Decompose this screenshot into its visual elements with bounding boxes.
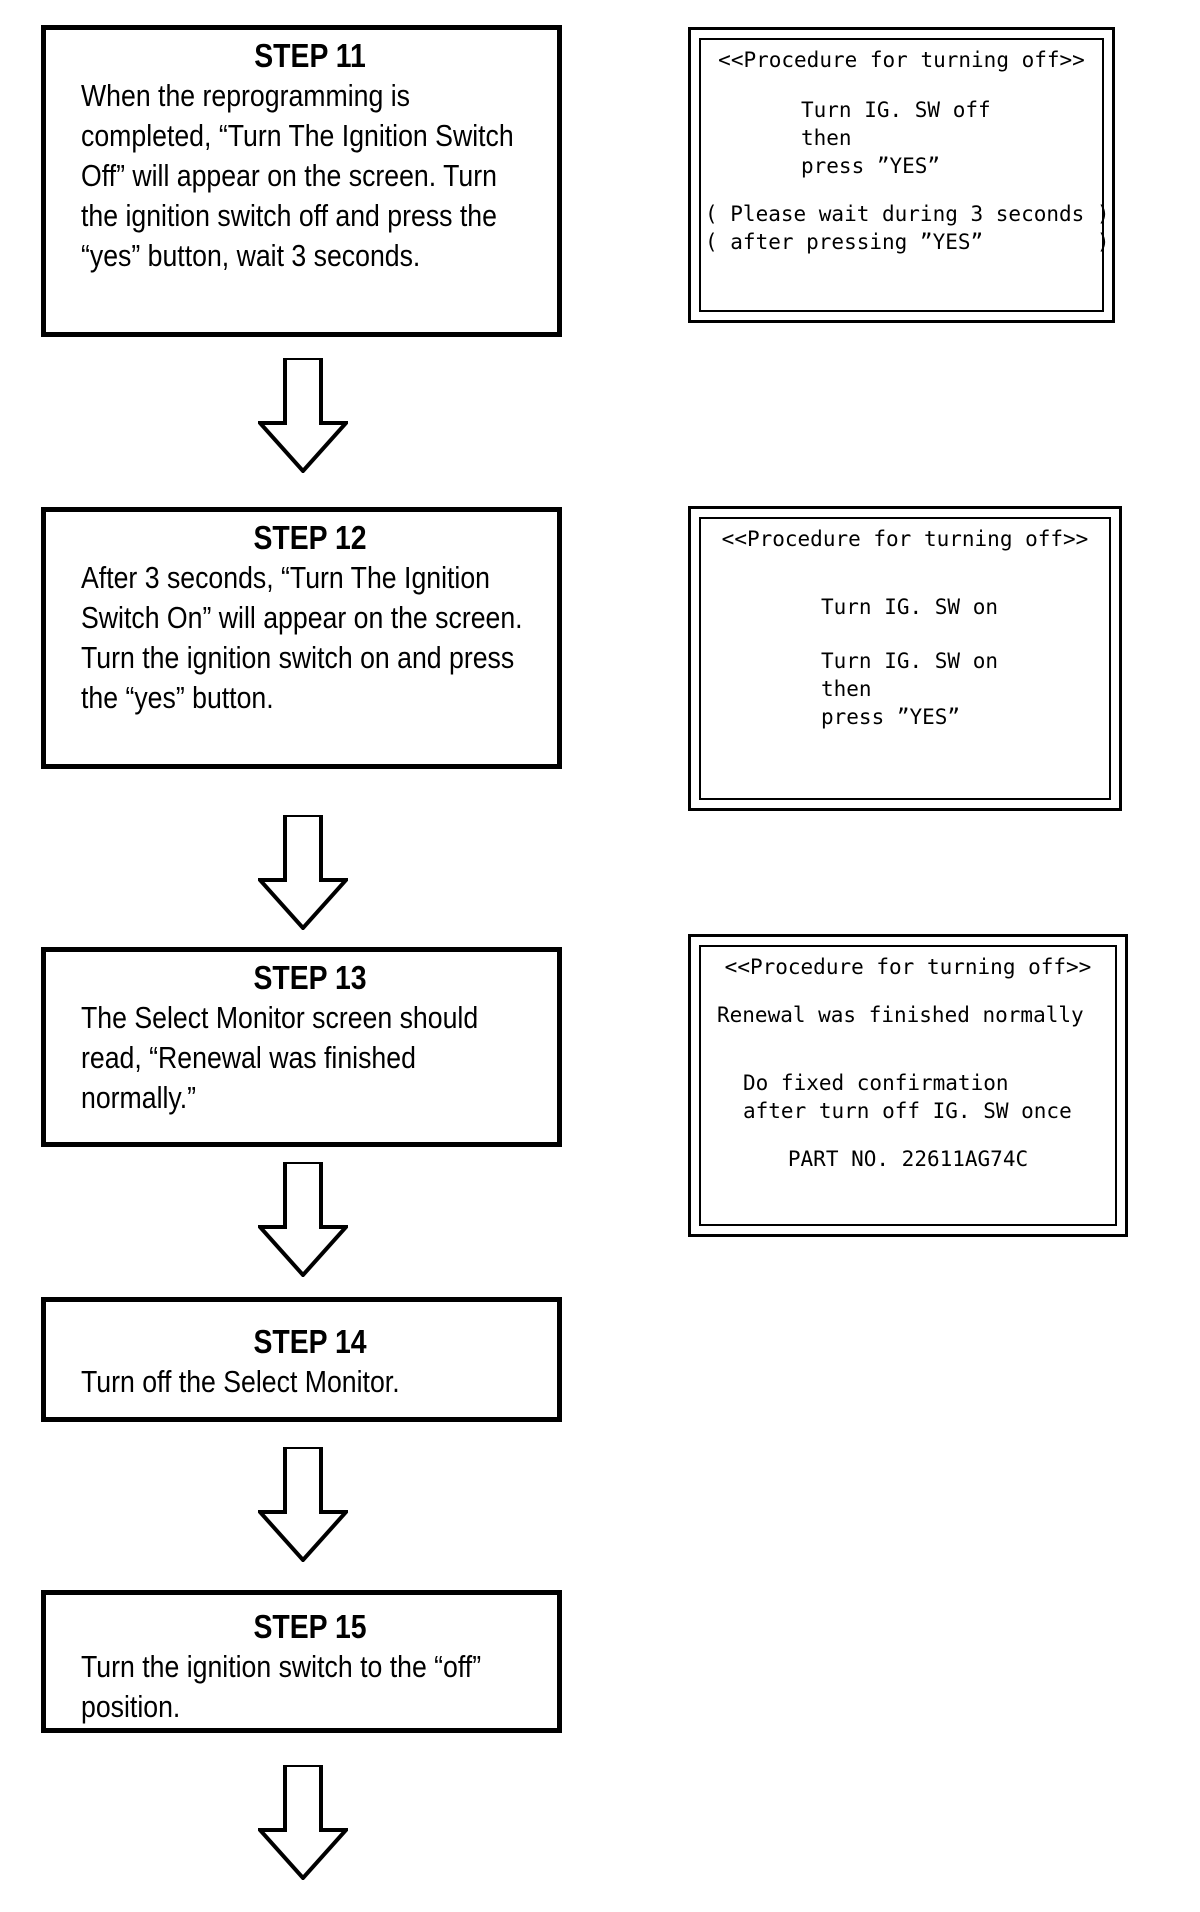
step-12-box: STEP 12 After 3 seconds, “Turn The Ignit… <box>41 507 562 769</box>
step-text: When the reprogramming is completed, “Tu… <box>81 78 514 273</box>
down-arrow-icon <box>258 1765 348 1880</box>
step-text: After 3 seconds, “Turn The Ignition Swit… <box>81 560 523 715</box>
step-13-box: STEP 13 The Select Monitor screen should… <box>41 947 562 1147</box>
screen-line: then <box>801 126 852 150</box>
screen-line: ( Please wait during 3 seconds ) <box>705 202 1110 226</box>
screen-line: Turn IG. SW on <box>821 649 999 673</box>
monitor-screen-renewal-finished: <<Procedure for turning off>> Renewal wa… <box>688 934 1128 1237</box>
screen-line: Do fixed confirmation <box>743 1071 1009 1095</box>
screen-line: ( after pressing ”YES” ) <box>705 230 1110 254</box>
screen-line: press ”YES” <box>801 154 941 178</box>
step-text: Turn the ignition switch to the “off” po… <box>81 1649 482 1724</box>
step-15-box: STEP 15 Turn the ignition switch to the … <box>41 1590 562 1733</box>
step-title: STEP 11 <box>254 37 366 74</box>
down-arrow-icon <box>258 815 348 930</box>
step-11-box: STEP 11 When the reprogramming is comple… <box>41 25 562 337</box>
screen-line: Turn IG. SW on <box>821 595 999 619</box>
screen-heading: <<Procedure for turning off>> <box>718 48 1085 72</box>
down-arrow-icon <box>258 1162 348 1277</box>
screen-line: Turn IG. SW off <box>801 98 991 122</box>
down-arrow-icon <box>258 358 348 473</box>
screen-line: press ”YES” <box>821 705 961 729</box>
screen-line: then <box>821 677 872 701</box>
monitor-screen-turn-off: <<Procedure for turning off>> Turn IG. S… <box>688 27 1115 323</box>
step-14-box: STEP 14 Turn off the Select Monitor. <box>41 1297 562 1422</box>
step-title: STEP 15 <box>253 1608 367 1645</box>
down-arrow-icon <box>258 1447 348 1562</box>
screen-heading: <<Procedure for turning off>> <box>724 955 1092 979</box>
step-text: The Select Monitor screen should read, “… <box>81 1000 479 1115</box>
monitor-screen-turn-on: <<Procedure for turning off>> Turn IG. S… <box>688 506 1122 811</box>
step-title: STEP 12 <box>253 519 367 556</box>
screen-line: Renewal was finished normally <box>717 1003 1084 1027</box>
step-title: STEP 14 <box>253 1323 367 1360</box>
screen-part-number: PART NO. 22611AG74C <box>787 1147 1029 1171</box>
screen-heading: <<Procedure for turning off>> <box>721 527 1089 551</box>
step-text: Turn off the Select Monitor. <box>81 1364 400 1399</box>
screen-line: after turn off IG. SW once <box>743 1099 1072 1123</box>
step-title: STEP 13 <box>253 959 367 996</box>
